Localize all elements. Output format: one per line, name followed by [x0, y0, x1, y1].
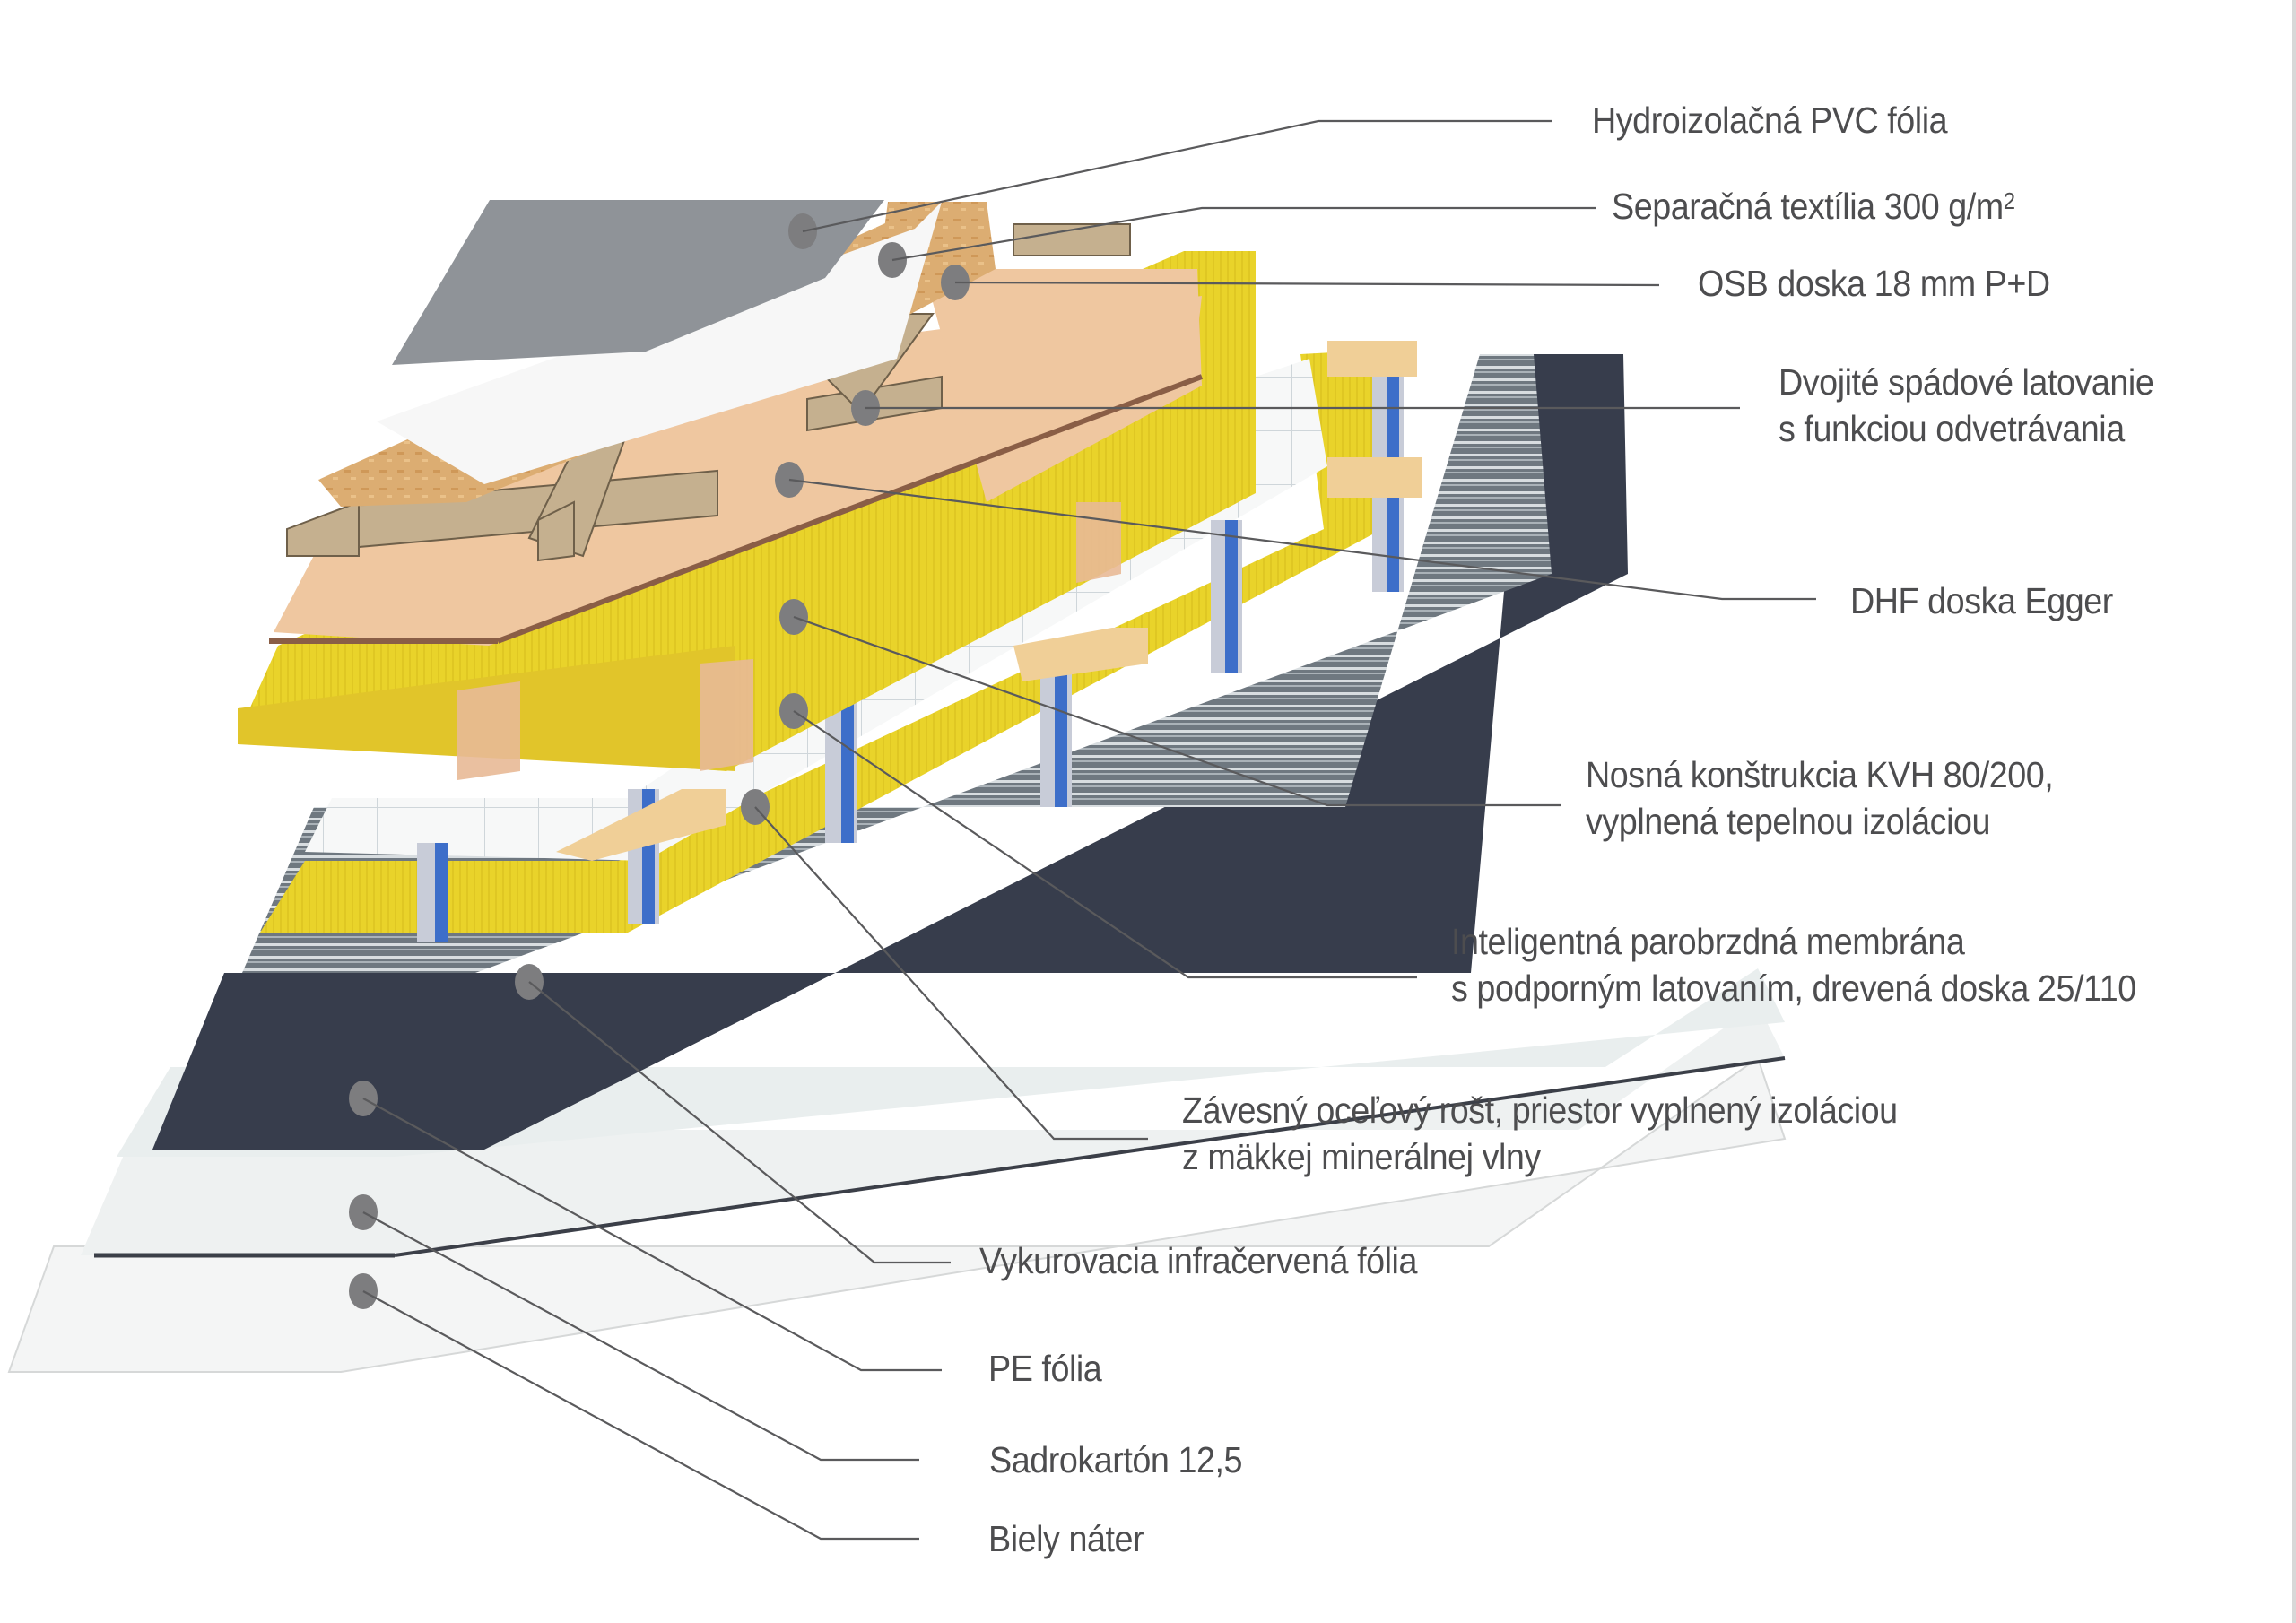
- label-membrane-line2: s podporným latovaním, drevená doska 25/…: [1451, 968, 2136, 1009]
- kvh-beams: [457, 502, 1121, 780]
- label-battens: Dvojité spádové latovanie s funkciou odv…: [1779, 359, 2154, 452]
- label-battens-line2: s funkciou odvetrávania: [1779, 408, 2125, 449]
- support-boards: [556, 341, 1422, 861]
- label-pvc: Hydroizolačná PVC fólia: [1592, 100, 1948, 141]
- label-osb: OSB doska 18 mm P+D: [1698, 263, 2050, 304]
- layer-lower-wool: [260, 502, 1399, 933]
- label-dhf: DHF doska Egger: [1850, 580, 2113, 621]
- label-kvh-line2: vyplnená tepelnou izoláciou: [1586, 801, 1991, 842]
- dhf-right: [924, 269, 1202, 502]
- label-kvh: Nosná konštrukcia KVH 80/200, vyplnená t…: [1586, 751, 2054, 845]
- label-gypsum: Sadrokartón 12,5: [989, 1439, 1243, 1480]
- label-paint: Biely náter: [988, 1518, 1144, 1559]
- label-heating: Vykurovacia infračervená fólia: [979, 1240, 1417, 1281]
- layer-heating-foil: [152, 354, 1628, 1150]
- label-textile: Separačná textília 300 g/m2: [1612, 183, 2015, 230]
- label-membrane: Inteligentná parobrzdná membrána s podpo…: [1451, 918, 2136, 1011]
- label-membrane-line1: Inteligentná parobrzdná membrána: [1451, 921, 1965, 962]
- label-kvh-line1: Nosná konštrukcia KVH 80/200,: [1586, 754, 2054, 795]
- right-border: [2292, 0, 2296, 1623]
- layer-pvc: [392, 200, 884, 365]
- leader-lines: [349, 119, 1816, 1541]
- label-pe: PE fólia: [988, 1348, 1102, 1389]
- layer-gypsum: [81, 1004, 1785, 1255]
- label-steel-line1: Závesný oceľový rošt, priestor vyplnený …: [1182, 1089, 1898, 1131]
- label-textile-sup: 2: [2003, 187, 2015, 214]
- label-steel-line2: z mäkkej minerálnej vlny: [1182, 1136, 1541, 1177]
- label-steel: Závesný oceľový rošt, priestor vyplnený …: [1182, 1087, 1898, 1180]
- label-battens-line1: Dvojité spádové latovanie: [1779, 361, 2154, 403]
- label-textile-text: Separačná textília 300 g/m: [1612, 186, 2004, 227]
